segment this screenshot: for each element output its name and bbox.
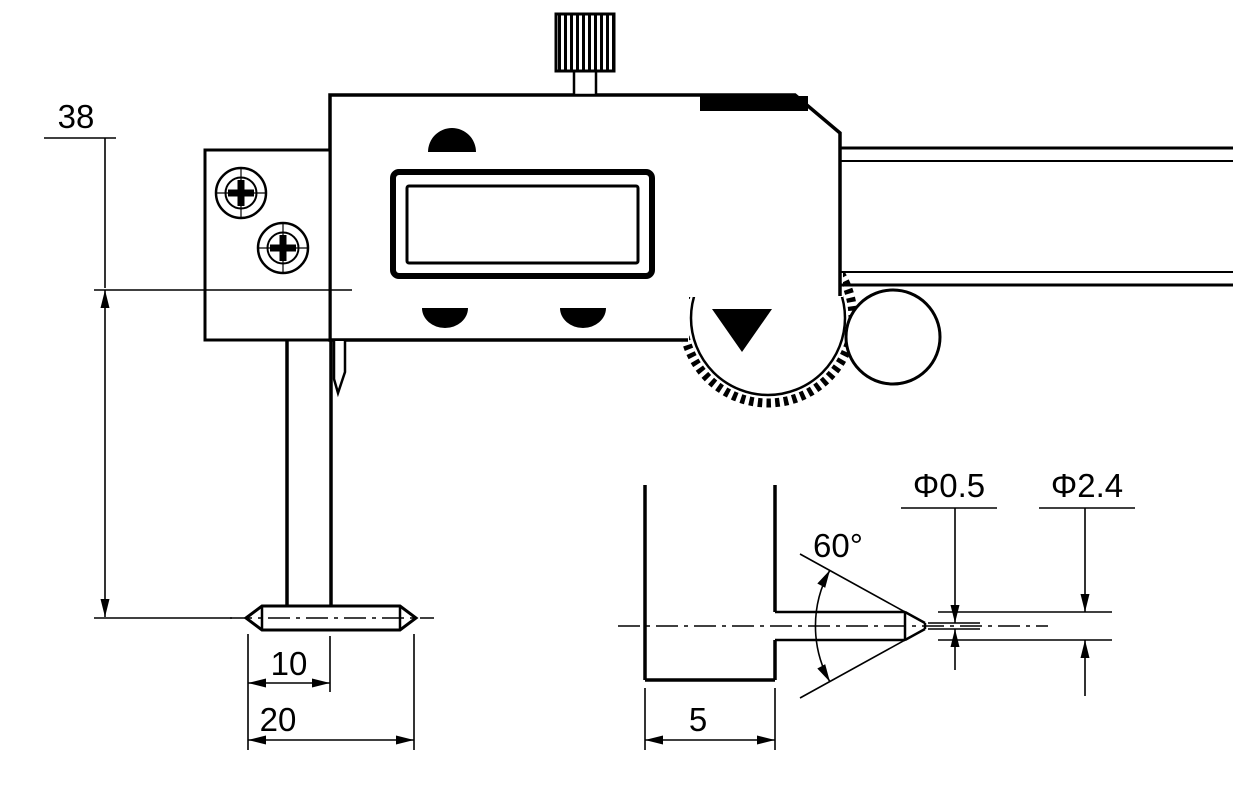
- thumb-screw-neck: [572, 69, 598, 97]
- lcd-screen: [405, 184, 640, 265]
- depth-rod: [285, 340, 347, 607]
- thumb-screw: [554, 12, 616, 97]
- angle-upper-extension: [799, 553, 926, 624]
- dim-5-label: 5: [689, 701, 707, 738]
- dim-10-label: 10: [271, 645, 308, 682]
- dim-20-label: 20: [260, 701, 297, 738]
- beam-rail: [840, 146, 1233, 287]
- inside-blade: [332, 341, 347, 398]
- power-button: [428, 128, 476, 152]
- phillips-screw-top: [214, 166, 268, 220]
- dimension-dia-2-4: Φ2.4: [938, 467, 1135, 696]
- dim-38-label: 38: [58, 98, 95, 135]
- dimension-10-20: 10 20: [247, 634, 415, 750]
- dimension-38: 38: [44, 98, 352, 619]
- locking-roller: [844, 288, 942, 386]
- zero-button: [422, 308, 468, 328]
- dim-dia05-label: Φ0.5: [913, 467, 985, 504]
- wheel-pointer-triangle-icon: [712, 309, 772, 352]
- lcd-display: [390, 169, 655, 279]
- dimension-5: 5: [644, 688, 776, 750]
- caliper-buttons: [422, 128, 772, 352]
- unit-button: [560, 308, 606, 328]
- dimension-60deg: 60°: [799, 527, 926, 699]
- tip-detail-view: 60° 5 Φ0.5 Φ2.4: [618, 467, 1135, 750]
- body-top-black-bar: [700, 96, 808, 111]
- phillips-screw-bottom: [256, 221, 310, 275]
- measuring-tip: [230, 604, 434, 632]
- angle-arc: [814, 569, 831, 683]
- jaw-plate: [203, 148, 332, 342]
- angle-lower-extension: [799, 628, 926, 699]
- dim-dia24-label: Φ2.4: [1051, 467, 1123, 504]
- dim-60-label: 60°: [813, 527, 863, 564]
- dimension-dia-0-5: Φ0.5: [901, 467, 997, 670]
- body-fill-mask-lower: [316, 297, 689, 342]
- thumb-screw-head: [554, 12, 616, 73]
